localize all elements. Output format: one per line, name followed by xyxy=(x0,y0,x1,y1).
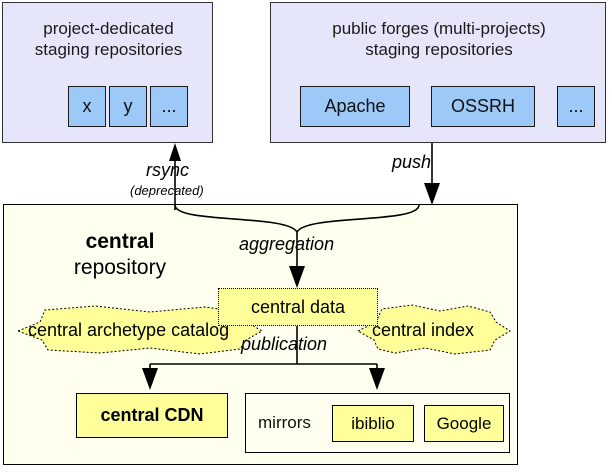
archetype-catalog-label: central archetype catalog xyxy=(28,320,230,340)
publication-left-arrow-head xyxy=(142,368,158,390)
staging-chip-more[interactable]: ... xyxy=(150,86,188,127)
push-label: push xyxy=(392,152,432,172)
staging-chip-x[interactable]: x xyxy=(68,86,106,127)
mirror-box-google[interactable]: Google xyxy=(424,405,504,442)
project-staging-title: project-dedicated staging repositories xyxy=(34,19,183,59)
archetype-catalog-shape xyxy=(16,305,263,355)
aggregation-label: aggregation xyxy=(239,234,335,254)
rsync-deprecated-label: (deprecated) xyxy=(130,183,204,198)
rsync-label: rsync xyxy=(146,160,190,180)
mirror-box-ibiblio[interactable]: ibiblio xyxy=(332,405,414,442)
mirrors-label: mirrors xyxy=(258,413,311,432)
central-repository-title-rest: repository xyxy=(73,256,167,279)
central-repository-title: central repository xyxy=(30,229,210,281)
aggregation-merge-path xyxy=(174,204,420,234)
rsync-arrow-head xyxy=(169,143,181,161)
mirrors-box: mirrors ibiblio Google xyxy=(245,393,510,453)
publication-label: publication xyxy=(241,334,328,354)
publication-right-arrow-head xyxy=(369,368,385,390)
central-index-shape xyxy=(356,304,511,355)
forge-chip-ossrh[interactable]: OSSRH xyxy=(431,86,535,127)
central-index-label: central index xyxy=(372,320,475,340)
forge-chip-apache[interactable]: Apache xyxy=(300,86,410,127)
forge-chip-more[interactable]: ... xyxy=(557,86,595,127)
central-data-box[interactable]: central data xyxy=(218,288,378,326)
central-cdn-box[interactable]: central CDN xyxy=(76,393,228,438)
staging-chip-y[interactable]: y xyxy=(109,86,147,127)
central-repository-title-bold: central xyxy=(85,230,155,253)
public-forges-staging-title: public forges (multi-projects) staging r… xyxy=(332,19,546,59)
project-staging-box: project-dedicated staging repositories x… xyxy=(2,2,213,143)
public-forges-staging-box: public forges (multi-projects) staging r… xyxy=(270,2,606,143)
push-arrow-head xyxy=(424,183,440,205)
aggregation-arrow-head xyxy=(289,266,305,288)
